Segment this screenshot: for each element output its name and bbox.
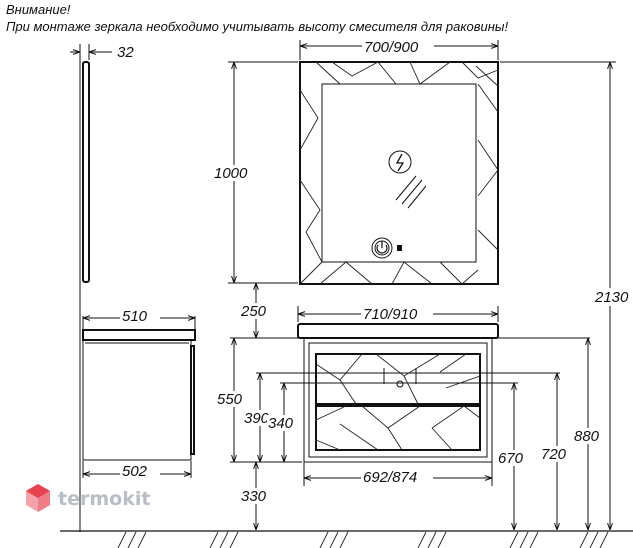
mirror-side-profile — [82, 61, 90, 283]
mirror-front-view: 700/900 1000 250 — [212, 38, 499, 338]
dim-cabinet-depth-top: 510 — [122, 308, 148, 325]
mirror-frame — [299, 61, 499, 285]
dim-drawer-inner-height: 340 — [268, 415, 294, 432]
total-height-dimension: 2130 — [500, 61, 633, 530]
warning-instruction: При монтаже зеркала необходимо учитывать… — [6, 19, 509, 34]
countertop-side — [82, 329, 196, 341]
dim-floor-to-drawer: 670 — [498, 450, 524, 467]
cabinet-side — [82, 339, 192, 461]
countertop-front — [297, 323, 499, 339]
cabinet-front-edge — [190, 345, 195, 455]
logo-text: termokit — [58, 488, 150, 510]
cabinet-body — [303, 337, 493, 463]
dim-cabinet-depth-bottom: 502 — [122, 463, 148, 480]
mirror-frame-pattern — [299, 61, 499, 285]
dim-countertop-width: 710/910 — [363, 306, 418, 323]
dim-mirror-depth: 32 — [117, 44, 134, 61]
bottom-drawer — [315, 405, 481, 451]
left-height-dimensions: 550 390 340 330 — [216, 337, 560, 530]
sink-drain-mark — [396, 380, 404, 388]
dim-cabinet-height: 550 — [217, 391, 243, 408]
side-view: 32 510 502 — [70, 44, 196, 532]
dim-total-height: 2130 — [594, 289, 629, 306]
power-button-icon — [371, 237, 393, 259]
dim-mirror-height: 1000 — [214, 165, 248, 182]
mirror-glass — [321, 83, 477, 263]
warning-title: Внимание! — [6, 2, 71, 17]
dim-gap-cabinet-mirror: 250 — [240, 303, 267, 320]
termokit-logo: termokit — [26, 484, 150, 512]
dim-mirror-width: 700/900 — [364, 39, 419, 56]
cabinet-front-view: 710/910 692/874 — [297, 305, 499, 486]
dim-floor-to-cabinet: 330 — [241, 488, 267, 505]
floor-hatching — [117, 531, 609, 548]
floor-line — [60, 530, 633, 548]
light-icon — [388, 150, 412, 174]
dim-floor-to-top: 880 — [574, 428, 600, 445]
right-height-dimensions: 670 720 880 — [494, 337, 605, 530]
dim-cabinet-front-width: 692/874 — [363, 469, 417, 486]
dim-drawer-height: 390 — [244, 410, 270, 427]
dim-floor-to-sink: 720 — [541, 446, 567, 463]
drawer-pattern — [315, 353, 481, 451]
top-drawer — [315, 353, 481, 405]
glass-reflection — [395, 175, 417, 201]
